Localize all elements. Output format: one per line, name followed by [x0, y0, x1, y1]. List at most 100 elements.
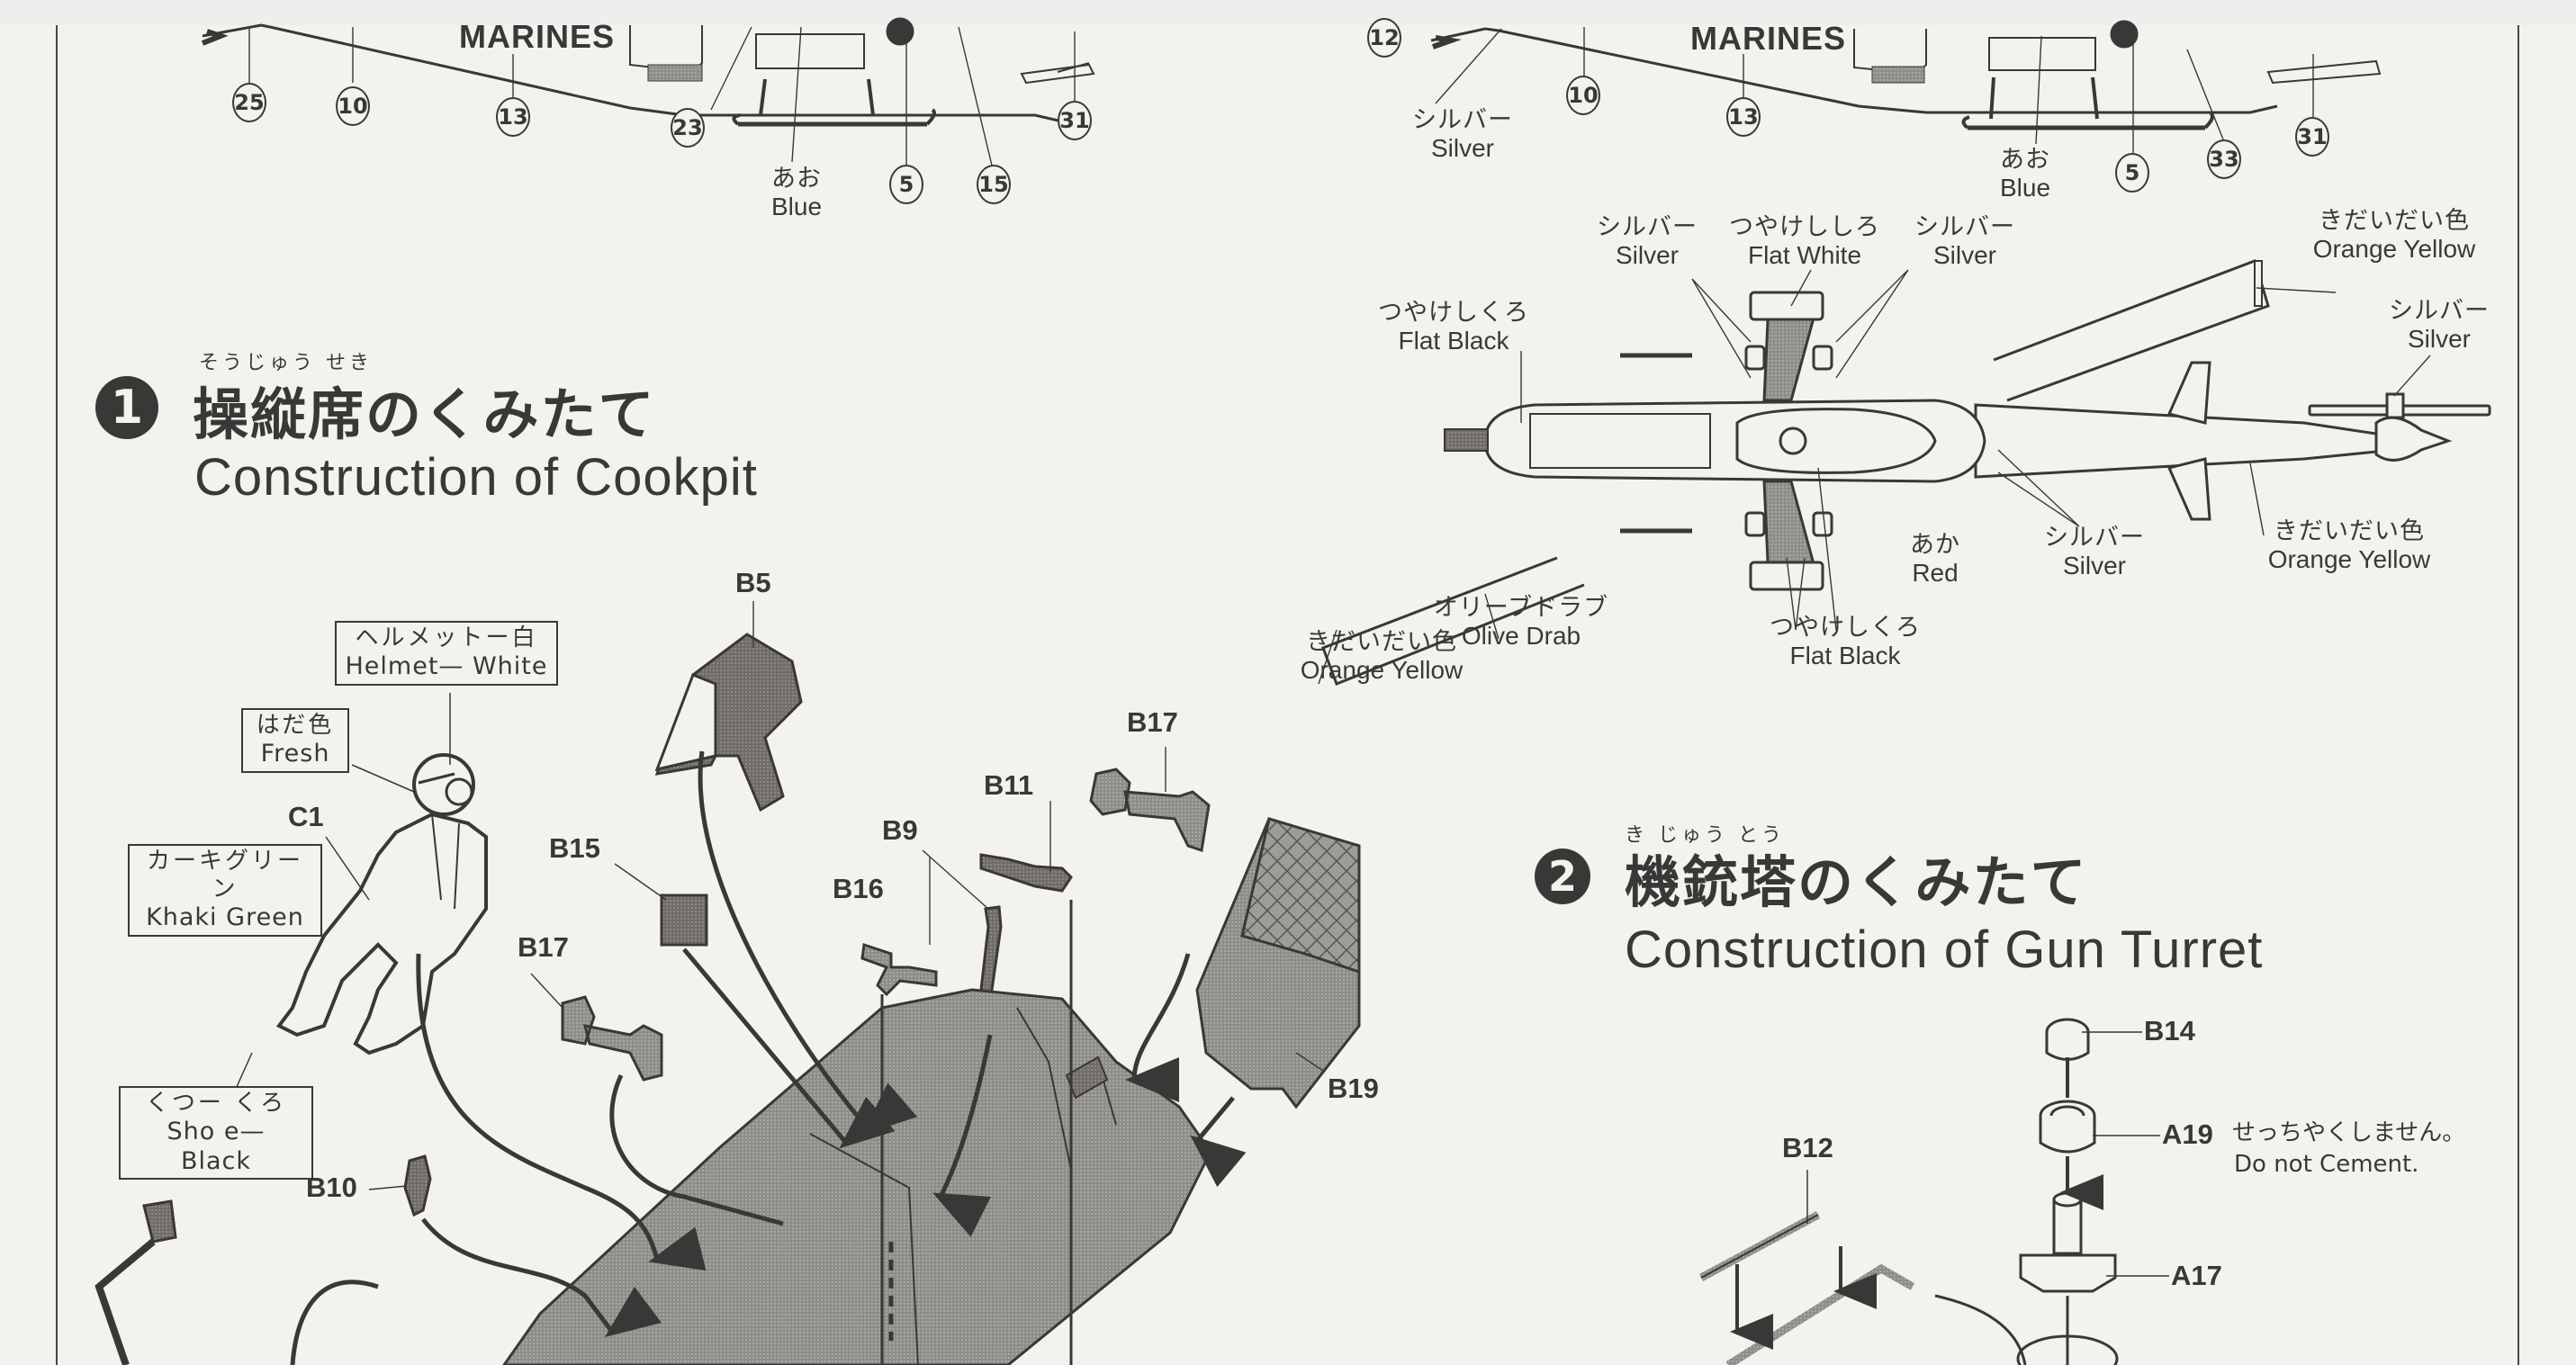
- color-label-silver: シルバー Silver: [1409, 106, 1517, 163]
- label-jp: シルバー: [2044, 524, 2145, 551]
- step-1-heading: 1 そうじゅう せき 操縦席のくみたて Construction of Cook…: [95, 346, 950, 526]
- label-en: Khaki Green: [146, 903, 304, 932]
- do-not-cement-note: せっちやくしません。 Do not Cement.: [2232, 1118, 2465, 1181]
- label-jp: きだいだい色: [2274, 517, 2425, 544]
- label-en: Blue: [770, 193, 823, 221]
- part-label-b17: B17: [1127, 706, 1178, 738]
- color-label-silver: シルバー Silver: [2381, 297, 2498, 354]
- label-en: Silver: [1615, 241, 1679, 270]
- color-label-red: あか Red: [1899, 531, 1971, 588]
- label-en: Silver: [1430, 134, 1494, 163]
- label-en: Orange Yellow: [2312, 235, 2476, 264]
- turret-leaders: [1806, 1031, 2169, 1277]
- note-en: Do not Cement.: [2234, 1151, 2419, 1179]
- label-jp: オリーブドラブ: [1433, 594, 1609, 621]
- cockpit-assembly-lines: [290, 750, 1247, 1365]
- label-jp: つやけしくろ: [1770, 614, 1921, 641]
- step-title-en: Construction of Gun Turret: [1625, 920, 2264, 979]
- part-label-b15: B15: [549, 832, 600, 864]
- label-en: Silver: [2062, 552, 2126, 580]
- callout-number: 10: [336, 86, 370, 126]
- label-jp: シルバー: [1914, 213, 2015, 240]
- suit-color-box: カーキグリーン Khaki Green: [128, 844, 322, 937]
- color-label-orange-yellow: きだいだい色 Orange Yellow: [1278, 628, 1485, 685]
- color-label-orange-yellow: きだいだい色 Orange Yellow: [2246, 517, 2453, 574]
- color-label-flat-white: つやけししろ Flat White: [1715, 213, 1895, 270]
- label-jp: つやけしくろ: [1378, 299, 1529, 326]
- label-jp: あお: [771, 165, 822, 192]
- part-label-a19: A19: [2162, 1118, 2213, 1150]
- label-jp: あか: [1910, 531, 1960, 558]
- label-en: Helmet— White: [345, 652, 548, 681]
- pilot-figure: [275, 753, 488, 1055]
- side-view-left: [201, 17, 1095, 127]
- side-view-left-leaders: [248, 26, 1076, 170]
- callout-number: 23: [671, 108, 705, 148]
- callout-number: 13: [496, 97, 530, 137]
- label-jp: きだいだい色: [1306, 628, 1457, 655]
- top-view-helicopter: [1321, 259, 2491, 686]
- label-jp: シルバー: [2389, 297, 2490, 324]
- label-jp: ヘルメットー白: [355, 624, 538, 651]
- top-view-leaders: [1318, 269, 2431, 685]
- label-jp: あお: [2000, 146, 2050, 173]
- label-en: Orange Yellow: [2267, 545, 2431, 574]
- instruction-sheet: [0, 25, 2576, 1365]
- scan-top-margin: [0, 0, 2576, 25]
- callout-number: 31: [1058, 101, 1092, 140]
- color-label-blue: あお Blue: [1985, 146, 2066, 202]
- step-title-en: Construction of Cookpit: [194, 448, 758, 507]
- turret-parts: [1698, 1018, 2119, 1365]
- callout-number: 25: [232, 83, 266, 122]
- label-jp: カーキグリーン: [146, 848, 303, 903]
- note-jp: せっちやくしません。: [2232, 1119, 2466, 1146]
- part-label-a17: A17: [2171, 1260, 2222, 1291]
- part-label-b11: B11: [984, 769, 1034, 801]
- label-jp: シルバー: [1412, 106, 1513, 133]
- pilot-leaders: [235, 693, 451, 1090]
- color-label-flat-black: つやけしくろ Flat Black: [1364, 299, 1544, 355]
- step-title-jp: 機銃塔のくみたて: [1625, 849, 2088, 915]
- part-label-b16: B16: [833, 873, 884, 904]
- marines-marking: MARINES: [459, 18, 616, 55]
- shoe-color-box: くつー くろ Sho e— Black: [119, 1086, 313, 1180]
- callout-number: 5: [2115, 153, 2149, 193]
- label-en: Sho e— Black: [167, 1118, 266, 1175]
- step-title-jp: 操縦席のくみたて: [193, 382, 656, 447]
- color-label-blue: あお Blue: [756, 165, 837, 221]
- label-en: Silver: [2407, 325, 2471, 354]
- part-label-b9: B9: [882, 814, 918, 846]
- callout-number: 31: [2295, 117, 2329, 157]
- step-number-badge: 1: [95, 376, 158, 439]
- step-number-badge: 2: [1535, 849, 1590, 904]
- label-jp: きだいだい色: [2319, 207, 2470, 234]
- step-ruby: そうじゅう せき: [199, 352, 373, 374]
- label-en: Flat Black: [1398, 327, 1509, 355]
- callout-number: 12: [1367, 18, 1401, 58]
- label-en: Orange Yellow: [1300, 656, 1464, 685]
- part-label-b14: B14: [2144, 1015, 2195, 1046]
- left-border-line: [56, 25, 58, 1365]
- part-label-b19: B19: [1328, 1073, 1379, 1104]
- label-en: Blue: [1999, 174, 2051, 202]
- label-en: Flat Black: [1789, 642, 1901, 670]
- marines-marking: MARINES: [1690, 20, 1847, 57]
- label-en: Fresh: [260, 740, 330, 768]
- callout-number: 15: [977, 165, 1011, 204]
- label-jp: はだ色: [256, 712, 335, 739]
- label-jp: シルバー: [1597, 213, 1698, 240]
- helmet-color-box: ヘルメットー白 Helmet— White: [335, 621, 558, 686]
- part-label-c1: C1: [288, 801, 324, 832]
- skin-color-box: はだ色 Fresh: [241, 708, 349, 773]
- cockpit-part-leaders: [368, 601, 1324, 1190]
- color-label-silver: シルバー Silver: [1589, 213, 1706, 270]
- label-en: Red: [1912, 559, 1959, 588]
- label-en: Silver: [1932, 241, 1996, 270]
- callout-number: 5: [889, 165, 923, 204]
- color-label-orange-yellow: きだいだい色 Orange Yellow: [2291, 207, 2498, 264]
- callout-number: 33: [2207, 139, 2241, 179]
- label-en: Olive Drab: [1461, 622, 1581, 651]
- callout-number: 13: [1726, 97, 1761, 137]
- color-label-olive-drab: オリーブドラブ Olive Drab: [1431, 594, 1611, 651]
